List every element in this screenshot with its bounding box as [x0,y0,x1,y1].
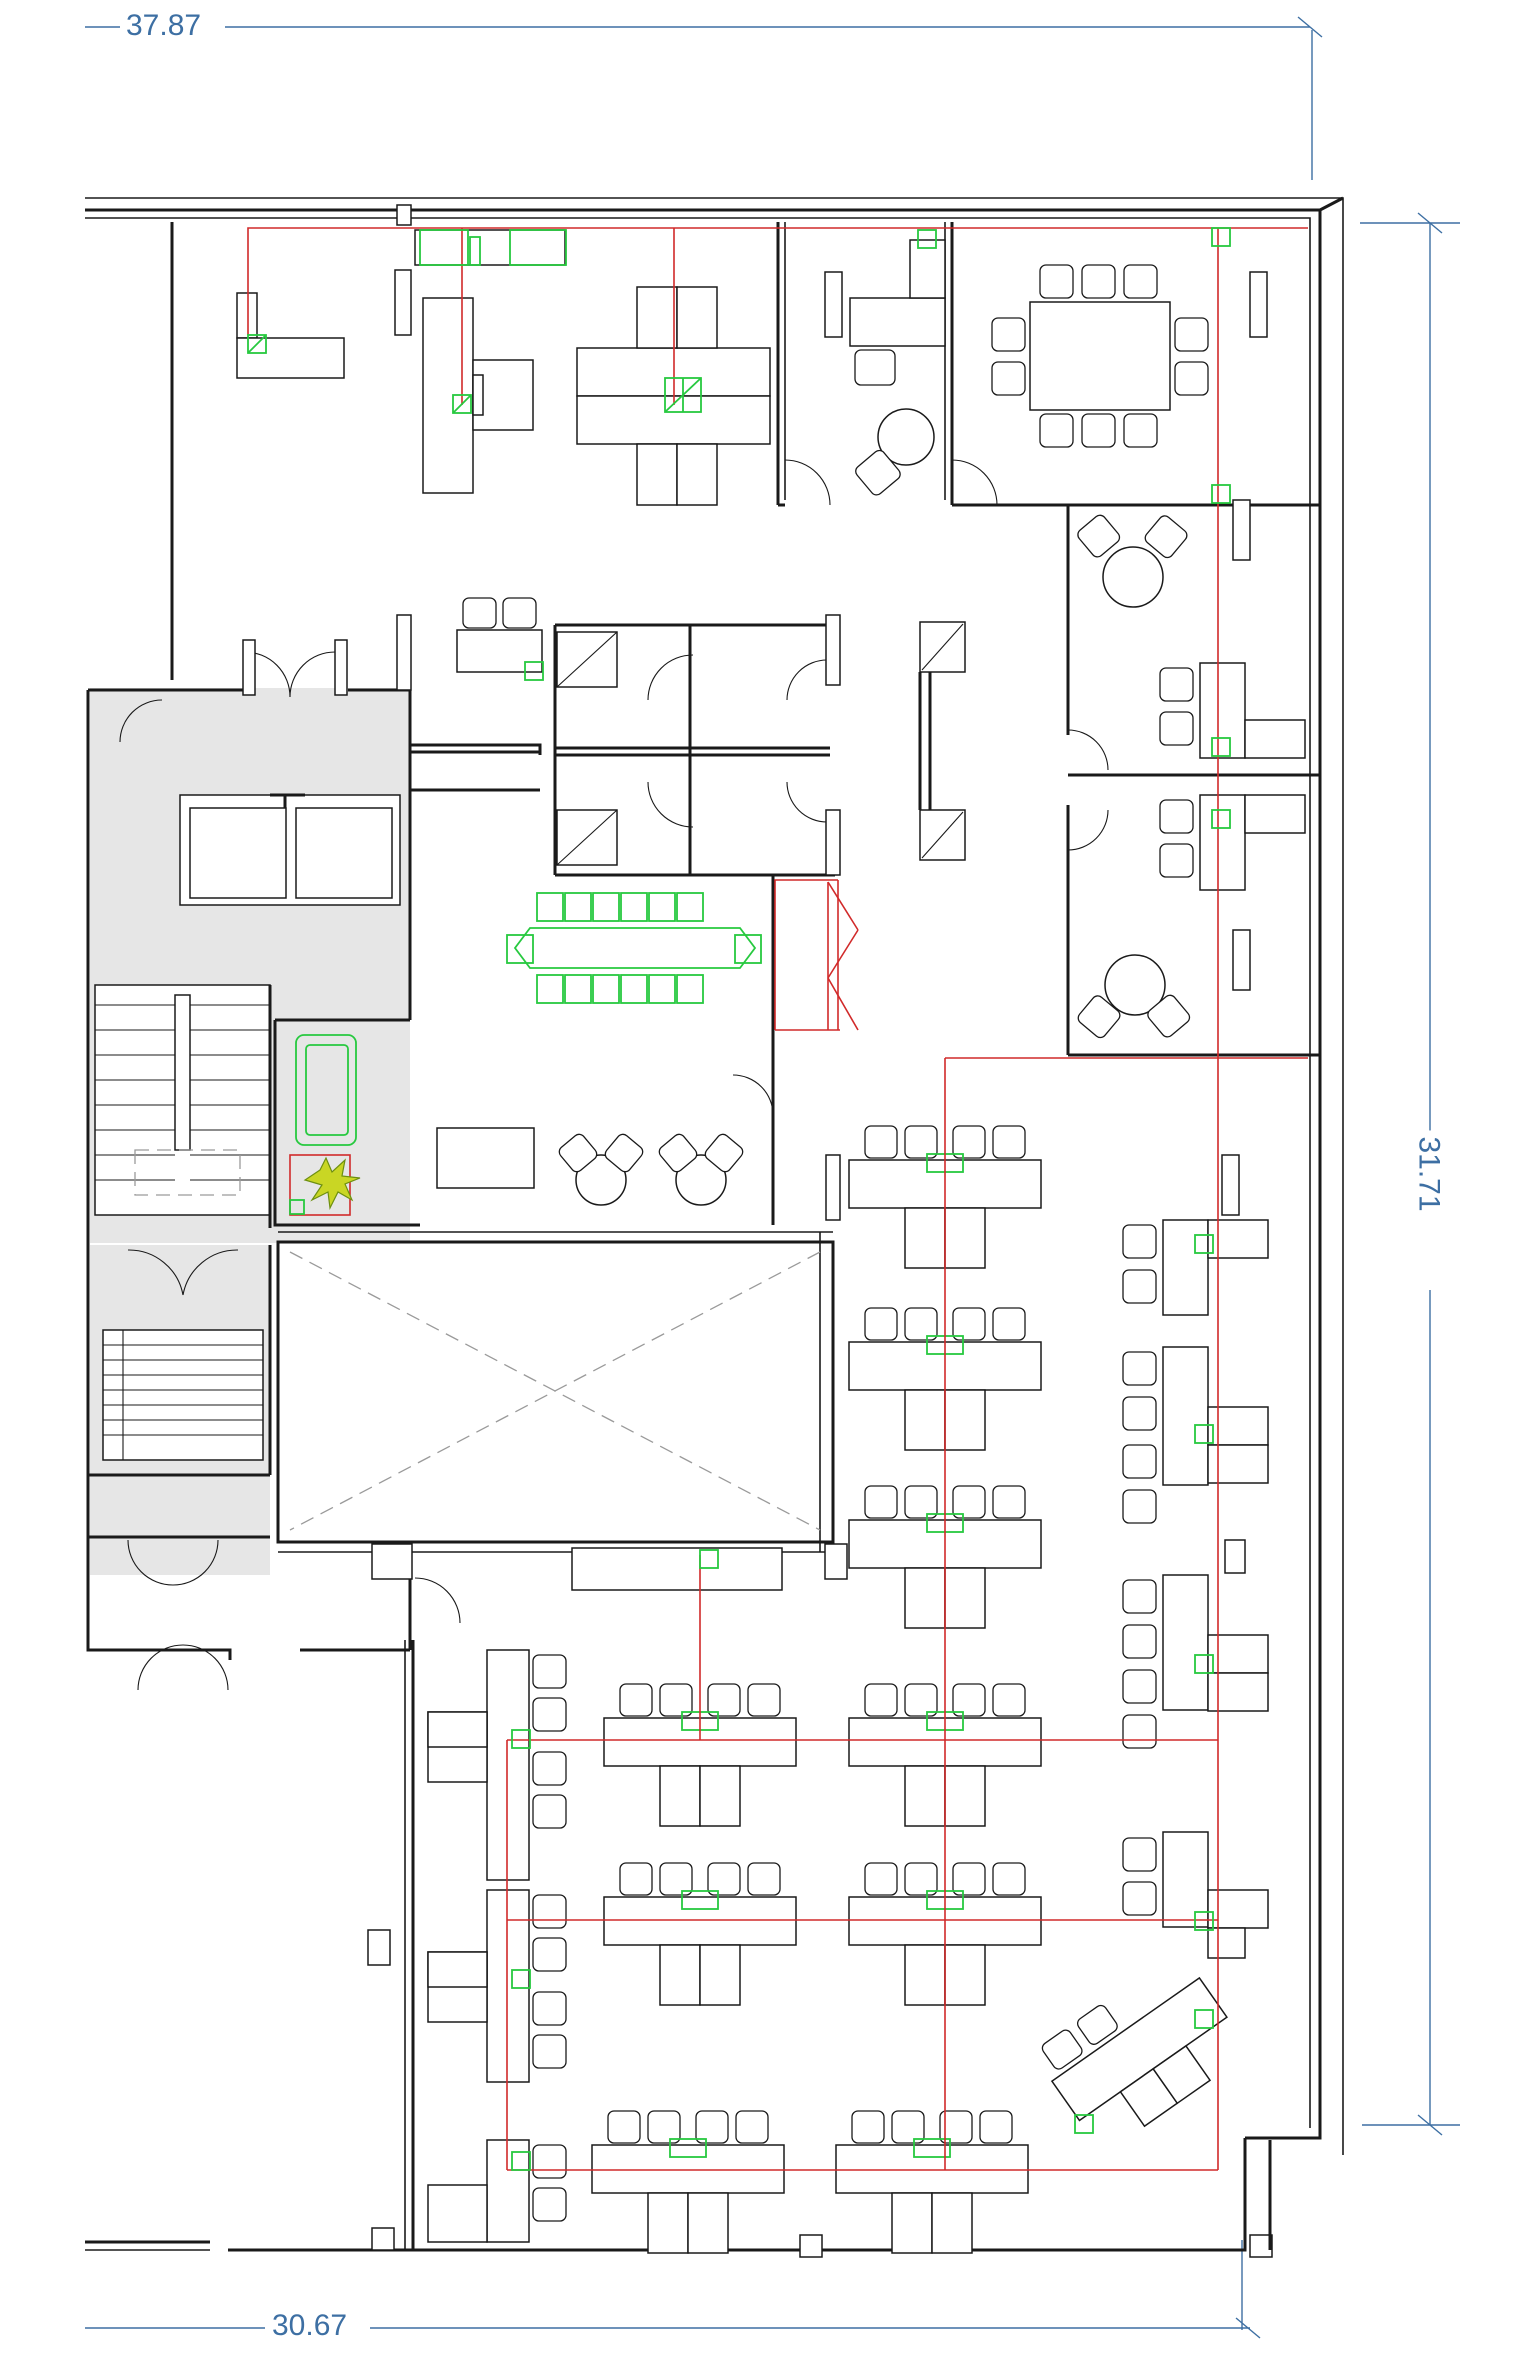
dimension-top-label: 37.87 [120,8,208,44]
interior-partitions [273,204,1320,1227]
desk-chair [979,2110,1013,2144]
desk-chair [952,1125,986,1159]
desk-chair [864,1485,898,1519]
desk-chair [747,1862,781,1896]
desk-chair [952,1307,986,1341]
desk-return [699,1944,741,2006]
dimension-lines [85,16,1460,2339]
power-layout [247,227,1308,2171]
dimension-right-label: 31.71 [1410,1130,1447,1218]
stair-treads-upper [95,994,270,1196]
desk-return [944,1389,986,1451]
desk-chair [891,2110,925,2144]
dimension-bottom-label: 30.67 [266,2308,354,2344]
desk-chair [952,1862,986,1896]
desk-chair [659,1683,693,1717]
desk-chair [992,1683,1026,1717]
desk-chair [619,1862,653,1896]
desk-chair [952,1485,986,1519]
desk-chair [904,1862,938,1896]
desk-chair [992,1485,1026,1519]
desk-chair [904,1125,938,1159]
desk-return [904,1207,946,1269]
desk-chair [619,1683,653,1717]
desk-clusters [591,1125,1042,2254]
desk-chair [607,2110,641,2144]
desk-chair [952,1683,986,1717]
desk-bench [835,2144,1029,2194]
desk-bench [603,1896,797,1946]
outlet-box [669,2138,707,2158]
desk-return [904,1944,946,2006]
desk-bench [591,2144,785,2194]
desk-chair [707,1862,741,1896]
desk-chair [864,1683,898,1717]
desk-return [659,1944,701,2006]
desk-chair [864,1125,898,1159]
desk-chair [939,2110,973,2144]
desk-return [659,1765,701,1827]
building-core [86,639,461,1691]
atrium-void [276,1231,848,1580]
desk-chair [992,1307,1026,1341]
sofa [295,1034,357,1146]
desk-return [944,1944,986,2006]
lower-left-workstations [367,1547,783,2251]
outlets-and-lounge [247,227,1231,2171]
desk-return [944,1765,986,1827]
desk-chair [659,1862,693,1896]
bottom-edge-items [799,2140,1273,2258]
desk-chair [904,1683,938,1717]
stair-treads-lower [103,1330,263,1460]
desk-chair [864,1862,898,1896]
desk-return [699,1765,741,1827]
desk-return [891,2192,933,2254]
desk-return [944,1207,986,1269]
conference-table-green [506,892,762,1004]
desk-chair [992,1125,1026,1159]
desk-return [904,1567,946,1629]
exterior-walls [85,196,1344,2252]
private-office-1 [824,239,946,496]
desk-chair [735,2110,769,2144]
desk-return [944,1567,986,1629]
desk-chair [695,2110,729,2144]
outlet-box [681,1890,719,1910]
desk-chair [851,2110,885,2144]
top-left-workstations [236,229,771,506]
desk-chair [707,1683,741,1717]
desk-chair [904,1307,938,1341]
desk-return [931,2192,973,2254]
right-perimeter-workstations [1041,1154,1269,2128]
desk-return [687,2192,729,2254]
desk-chair [992,1862,1026,1896]
desk-return [904,1389,946,1451]
right-offices [1077,499,1306,1039]
mid-zone-furniture [436,597,966,1206]
desk-chair [647,2110,681,2144]
meeting-room-top [991,264,1268,448]
desk-chair [864,1307,898,1341]
outlet-box [913,2138,951,2158]
desk-return [647,2192,689,2254]
desk-chair [747,1683,781,1717]
desk-chair [904,1485,938,1519]
desk-return [904,1765,946,1827]
plant [289,1156,361,1215]
